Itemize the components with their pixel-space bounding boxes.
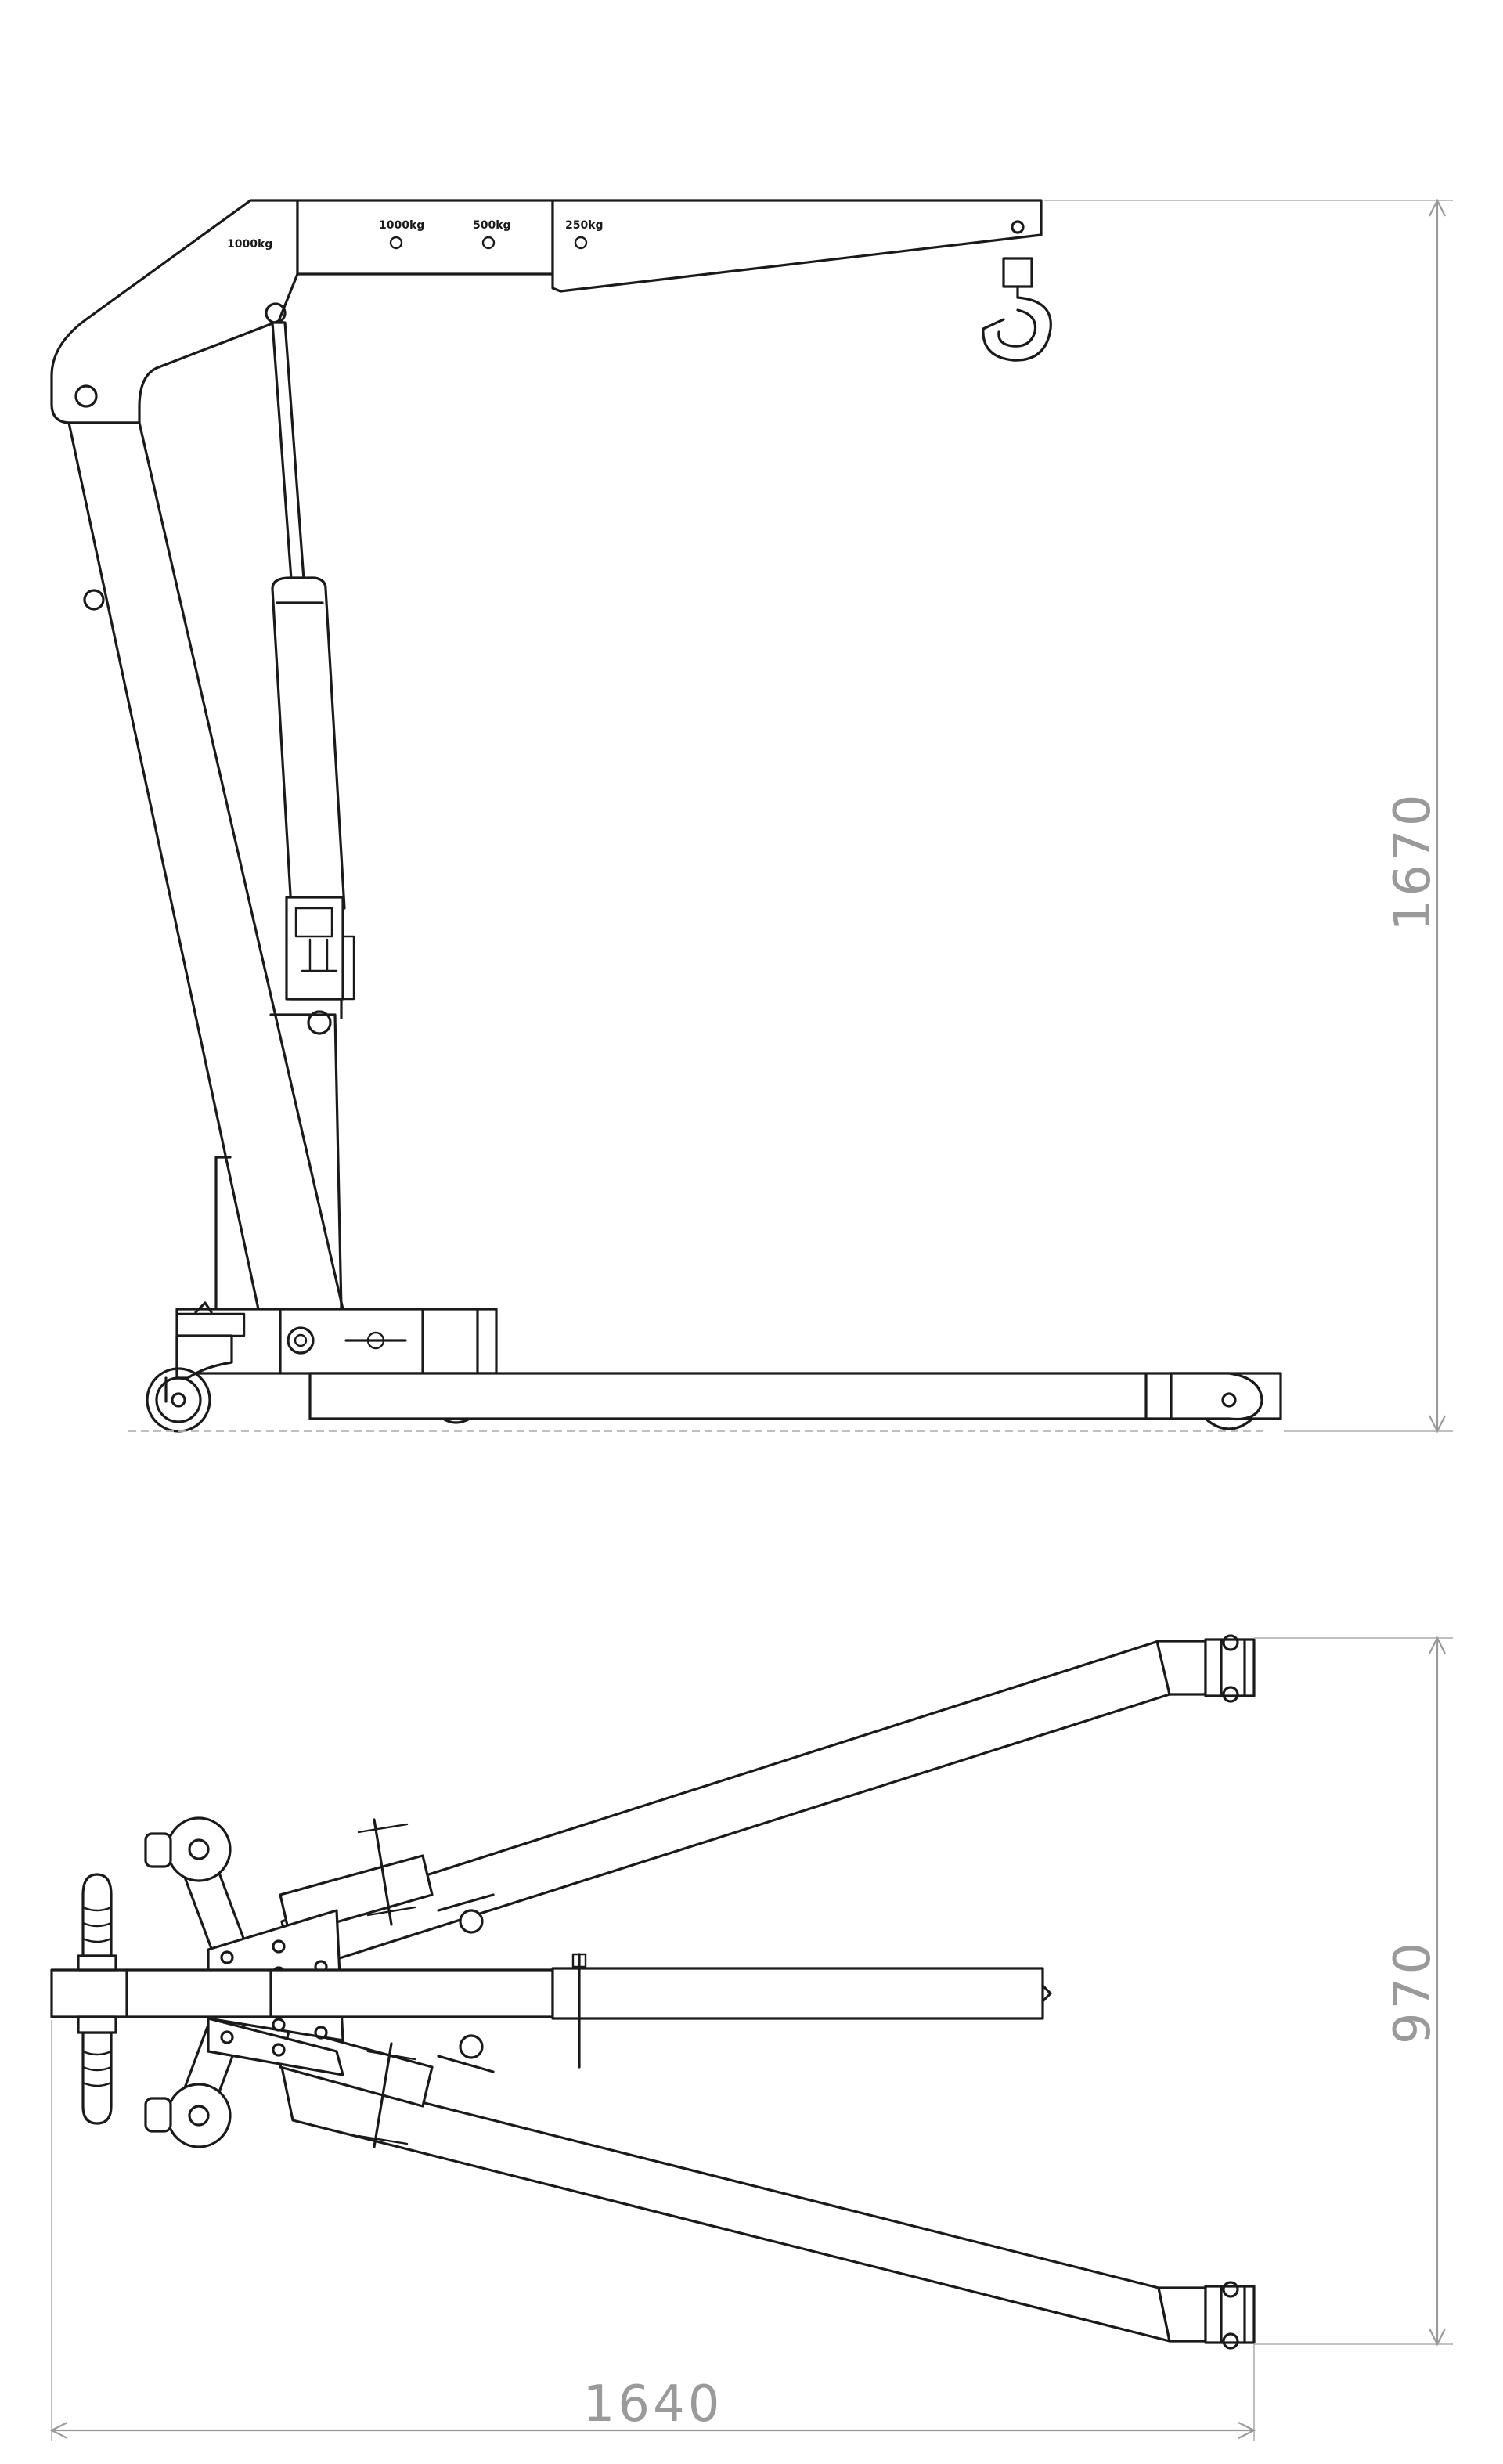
hydraulic-ram [271,321,355,1035]
side-leg [308,1372,1282,1430]
height-dimension-label: 1670 [1384,792,1442,932]
boom-fixed-section [296,199,554,276]
top-leg-lower [280,2065,1256,2350]
boom-position-label-1: 1000kg [379,219,424,232]
width-dimension: 970 [1254,1636,1453,2347]
boom-capacity-label: 1000kg [227,238,272,251]
top-leg-upper [280,1634,1256,1975]
boom-extension [551,199,1043,293]
boom-position-hole-3 [574,236,588,250]
boom-position-hole-1 [389,236,403,250]
pump-handle [77,1873,117,2125]
length-dimension-label: 1640 [583,2376,723,2433]
mast-rear-brace [214,1156,232,1311]
length-dimension: 1640 [49,2020,1256,2441]
mast-side-pin [83,589,105,611]
side-view: 1000kg 1000kg 500kg 250kg [50,199,1282,1433]
top-view [50,1634,1256,2350]
extension-end-hole [1011,220,1025,234]
boom-position-label-2: 500kg [473,219,511,232]
boom-head-plate [50,199,299,424]
height-dimension: 1670 [1044,198,1453,1434]
boom-position-hole-2 [481,236,496,250]
boom-position-label-3: 250kg [565,219,604,232]
lifting-hook [982,257,1052,362]
pump-base-line [269,1013,343,1311]
width-dimension-label: 970 [1384,1939,1442,2044]
castor-arm-upper [144,1816,246,1954]
front-castor [146,1301,233,1433]
top-boom [50,1953,1052,2069]
boom-pivot-pin [74,384,98,408]
